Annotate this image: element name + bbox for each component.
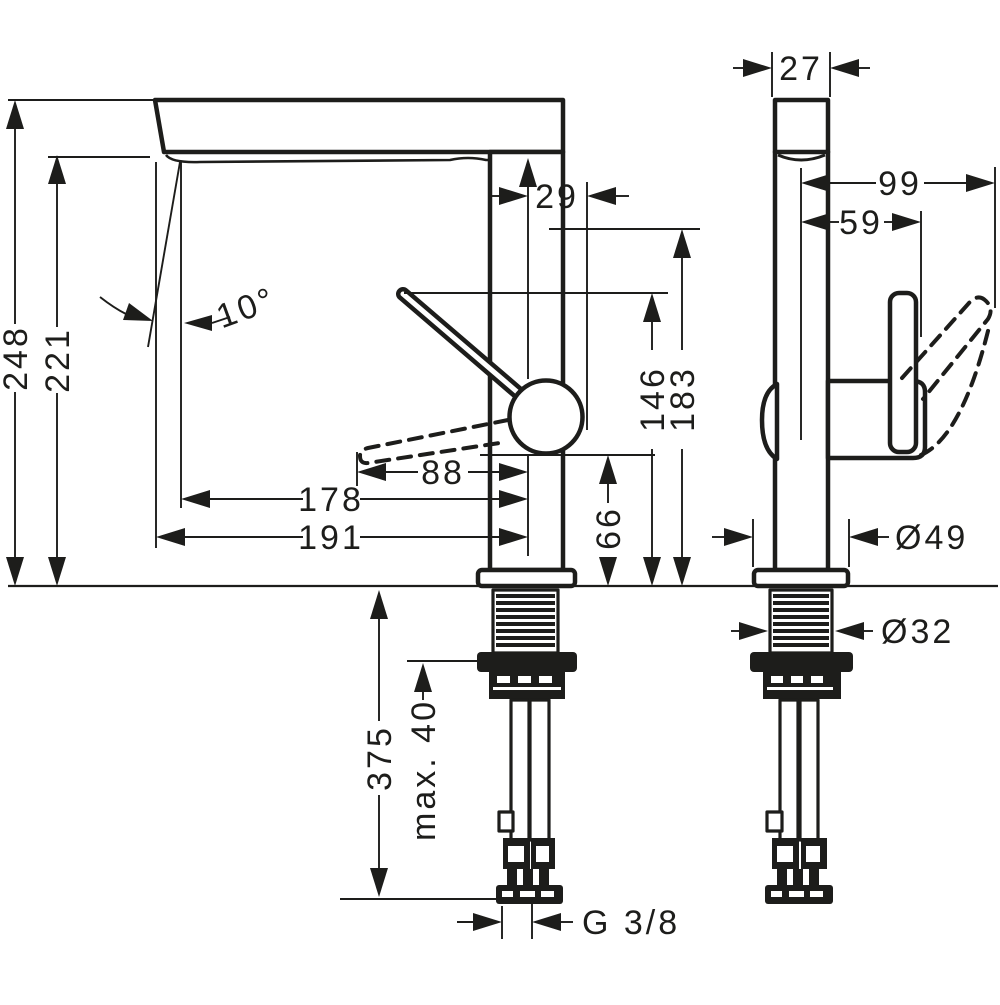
dim-spout-angle-label: 10° [211, 280, 281, 336]
faucet-body [487, 149, 566, 573]
dim-spout-reach: 191 [156, 519, 528, 557]
spout [152, 97, 566, 155]
dim-outlet-offset: 29 [490, 178, 629, 216]
dim-handle-reach: 99 [801, 165, 995, 203]
handle-lever-solid [396, 287, 537, 410]
dim-outlet-offset-label: 29 [535, 178, 579, 216]
dim-handle-up-height-label: 183 [664, 366, 702, 432]
handle-rod-side [887, 290, 919, 455]
outlet-pointer-arrow [519, 158, 537, 187]
supply-hoses-front [496, 698, 563, 904]
dim-spout-height: 221 [39, 155, 77, 586]
dim-shank-diameter-label: Ø32 [881, 613, 954, 651]
dim-body-width-label: 27 [779, 50, 823, 88]
dim-spout-reach-lower-label: 178 [298, 481, 364, 519]
dim-shank-diameter: Ø32 [731, 613, 954, 651]
dim-hose-length: 375 [361, 590, 399, 897]
dim-body-width: 27 [733, 50, 870, 88]
dim-handle-offset-label: 59 [839, 204, 883, 242]
dimension-annotations: 248 221 10° 29 [0, 50, 996, 942]
base-plate-side [751, 567, 851, 589]
handle-tilted-dashed [900, 295, 993, 457]
front-view [152, 97, 585, 904]
dim-connection-thread-label: G 3/8 [582, 904, 680, 942]
dim-max-counter-thickness-label: max. 40 [405, 699, 443, 841]
threaded-shank-side [768, 588, 834, 655]
dim-handle-offset: 59 [801, 204, 921, 242]
handle-pivot-ball [507, 378, 585, 456]
mounting-nut-side [750, 652, 853, 699]
dim-handle-reach-label: 99 [878, 165, 922, 203]
dim-spout-height-label: 221 [39, 327, 77, 393]
dim-handle-tilt-height-label: 146 [634, 366, 672, 432]
supply-hoses-side [765, 698, 833, 904]
dim-spout-reach-lower: 178 [181, 481, 528, 519]
handle-down-dashed [357, 418, 510, 466]
dim-base-diameter-label: Ø49 [895, 519, 968, 557]
dim-max-counter-thickness: max. 40 [405, 663, 443, 841]
dim-spout-reach-label: 191 [298, 519, 364, 557]
dim-spout-angle: 10° [99, 280, 281, 336]
dim-connection-thread: G 3/8 [457, 904, 680, 942]
dim-total-height-label: 248 [0, 325, 35, 391]
dim-handle-clearance-label: 66 [590, 506, 628, 550]
dim-base-diameter: Ø49 [712, 519, 968, 557]
dim-hose-length-label: 375 [361, 725, 399, 791]
dim-handle-down-reach: 88 [357, 454, 528, 492]
dim-handle-tilt-height: 146 [634, 293, 672, 586]
dim-handle-down-reach-label: 88 [421, 454, 465, 492]
body-seam-detail [759, 381, 780, 462]
threaded-shank-front [491, 588, 560, 655]
mounting-nut-front [477, 652, 577, 699]
dim-handle-up-height: 183 [664, 229, 702, 586]
base-plate [475, 567, 578, 589]
dim-handle-clearance: 66 [590, 455, 628, 586]
dim-total-height: 248 [0, 100, 35, 586]
